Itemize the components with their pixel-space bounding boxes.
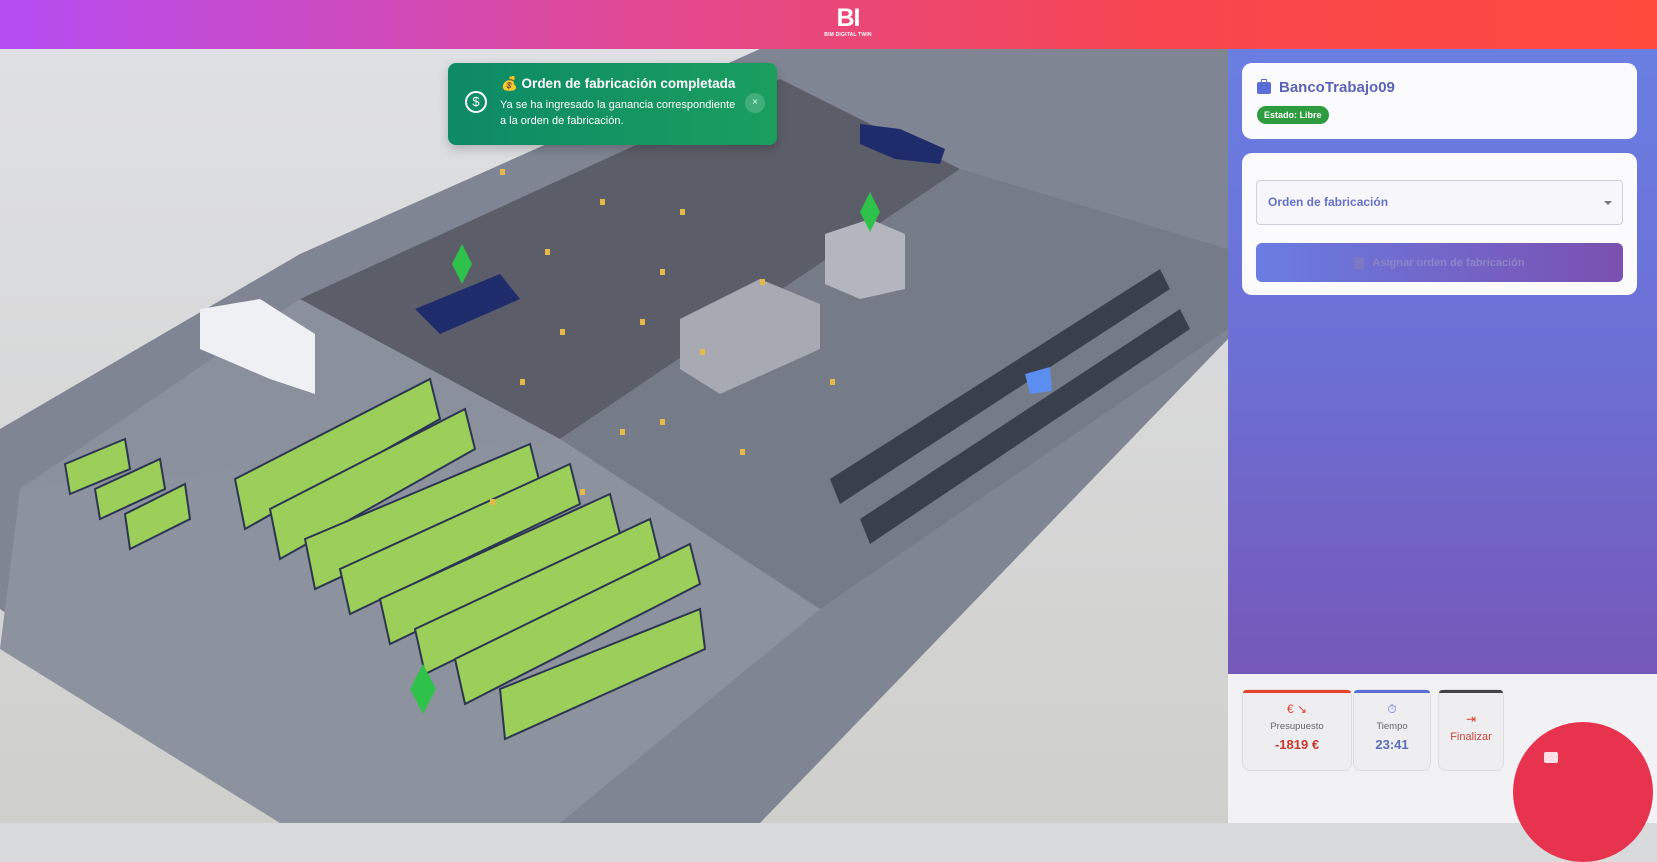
top-header: BI BIM DIGITAL TWIN (0, 0, 1657, 49)
time-stat: ⏱ Tiempo 23:41 (1353, 689, 1431, 771)
truck-1 (415, 274, 520, 334)
assign-order-button[interactable]: Asignar orden de fabricación (1256, 243, 1623, 282)
budget-value: -1819 € (1274, 737, 1320, 752)
workshop-floor (560, 169, 1228, 609)
workbench-rows (830, 269, 1190, 544)
clipboard-icon (1354, 256, 1365, 269)
order-select[interactable]: Orden de fabricación (1256, 180, 1623, 225)
toast-message: Ya se ha ingresado la ganancia correspon… (500, 99, 736, 127)
logout-icon: ⇥ (1465, 712, 1477, 726)
control-tower (825, 219, 905, 299)
workstation-card: BancoTrabajo09 Estado: Libre (1242, 63, 1637, 139)
toast-close-button[interactable]: × (745, 93, 765, 113)
sidebar: BancoTrabajo09 Estado: Libre Orden de fa… (1228, 49, 1657, 674)
bim-logo: BI BIM DIGITAL TWIN (824, 4, 872, 38)
budget-stat: € ↘ Presupuesto -1819 € (1242, 689, 1352, 771)
confetti (490, 169, 835, 505)
selected-workbench-marker[interactable] (1025, 367, 1052, 394)
chat-icon (1544, 752, 1558, 763)
location-markers[interactable] (410, 192, 880, 714)
workshop-building (680, 279, 820, 394)
order-card: Orden de fabricación Asignar orden de fa… (1242, 153, 1637, 295)
3d-warehouse-viewport[interactable] (0, 49, 1228, 823)
workstation-name: BancoTrabajo09 (1279, 79, 1395, 96)
toast-title: 💰 Orden de fabricación completada (501, 76, 736, 91)
stopwatch-icon: ⏱ (1387, 702, 1397, 716)
finish-button[interactable]: ⇥ Finalizar (1438, 689, 1504, 771)
status-badge: Estado: Libre (1257, 106, 1329, 124)
loading-yard (300, 79, 960, 439)
truck-2 (860, 124, 945, 164)
time-value: 23:41 (1375, 737, 1409, 752)
storage-racks (63, 377, 707, 741)
chevron-down-icon (1604, 201, 1612, 209)
briefcase-icon (1257, 78, 1271, 94)
chat-button[interactable] (1513, 722, 1653, 862)
order-completed-toast: $ 💰 Orden de fabricación completada Ya s… (448, 63, 777, 145)
dollar-icon: $ (465, 91, 487, 113)
warehouse-model[interactable] (0, 49, 1228, 823)
office-block (200, 299, 315, 394)
euro-trend-down-icon: € ↘ (1286, 702, 1308, 716)
